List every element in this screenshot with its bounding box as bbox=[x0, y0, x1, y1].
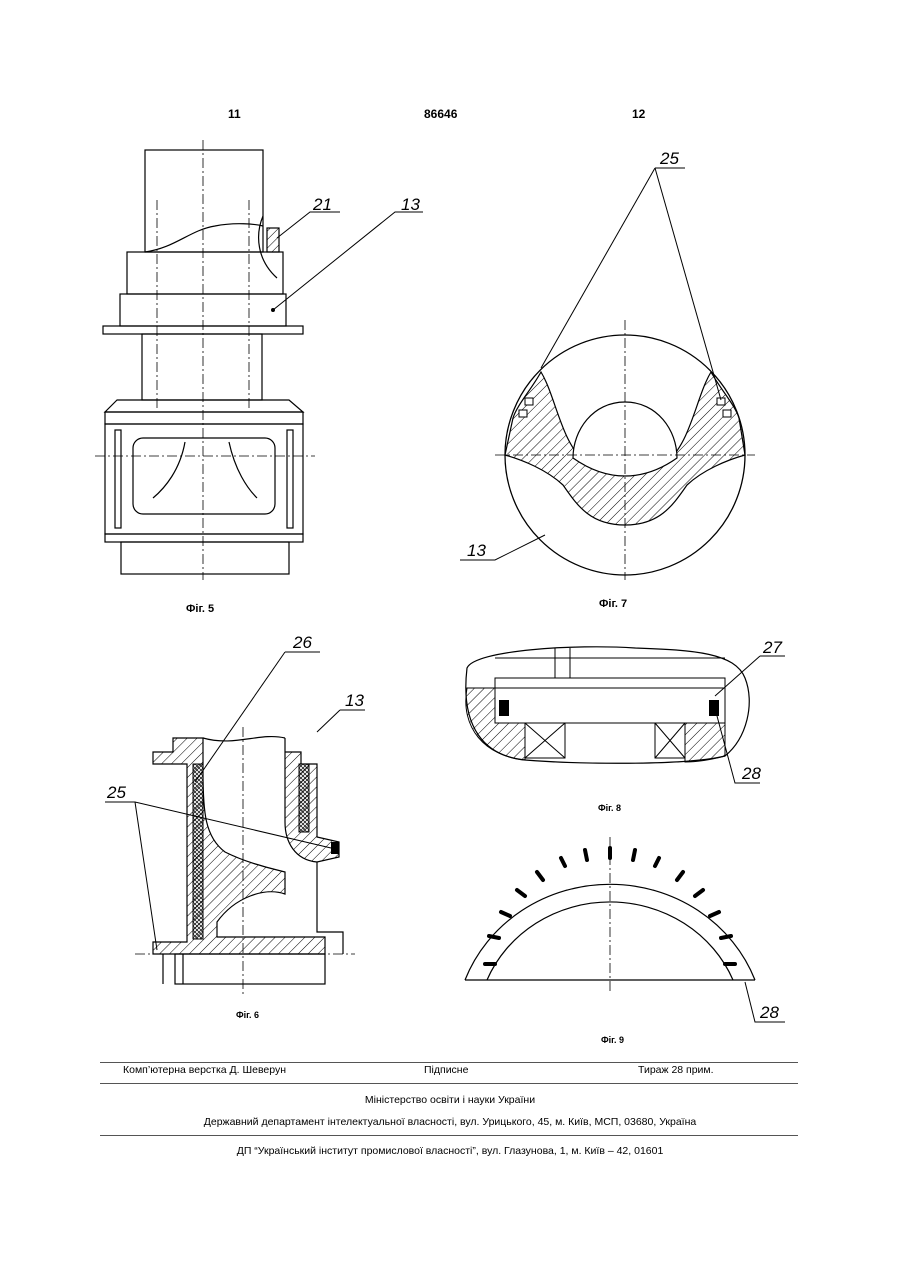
figure-5-drawing: 21 13 bbox=[95, 140, 430, 585]
fig6-ref-13: 13 bbox=[345, 691, 364, 710]
fig6-ref-26: 26 bbox=[292, 633, 312, 652]
fig7-ref-25: 25 bbox=[659, 149, 679, 168]
left-page-number: 11 bbox=[228, 107, 241, 121]
footer-divider-bottom bbox=[100, 1135, 798, 1136]
footer-divider-top bbox=[100, 1062, 798, 1063]
fig8-ref-27: 27 bbox=[762, 638, 782, 657]
figure-7-caption: Фіг. 7 bbox=[599, 598, 627, 610]
figure-9-drawing: 28 bbox=[455, 832, 795, 1032]
figure-9-caption: Фіг. 9 bbox=[601, 1035, 624, 1045]
right-page-number: 12 bbox=[632, 107, 645, 121]
ministry-text: Міністерство освіти і науки України bbox=[0, 1094, 900, 1106]
footer-divider-middle bbox=[100, 1083, 798, 1084]
fig8-ref-28: 28 bbox=[741, 764, 761, 783]
figure-8-drawing: 27 28 bbox=[455, 638, 795, 798]
figure-6-drawing: 26 13 25 bbox=[95, 632, 395, 1012]
fig7-ref-13: 13 bbox=[467, 541, 486, 560]
figure-7-drawing: 25 13 bbox=[455, 140, 785, 580]
patent-number: 86646 bbox=[424, 107, 457, 121]
figure-8-caption: Фіг. 8 bbox=[598, 803, 621, 813]
fig5-ref-21: 21 bbox=[312, 195, 332, 214]
circulation-label: Тираж 28 прим. bbox=[638, 1064, 714, 1076]
fig6-ref-25: 25 bbox=[106, 783, 126, 802]
department-text: Державний департамент інтелектуальної вл… bbox=[0, 1116, 900, 1128]
institute-text: ДП “Український інститут промислової вла… bbox=[0, 1145, 900, 1157]
fig5-ref-13: 13 bbox=[401, 195, 420, 214]
signed-label: Підписне bbox=[424, 1064, 468, 1076]
fig9-ref-28: 28 bbox=[759, 1003, 779, 1022]
figure-5-caption: Фіг. 5 bbox=[186, 603, 214, 615]
layout-credit: Комп’ютерна верстка Д. Шеверун bbox=[123, 1064, 286, 1076]
figure-6-caption: Фіг. 6 bbox=[236, 1010, 259, 1020]
